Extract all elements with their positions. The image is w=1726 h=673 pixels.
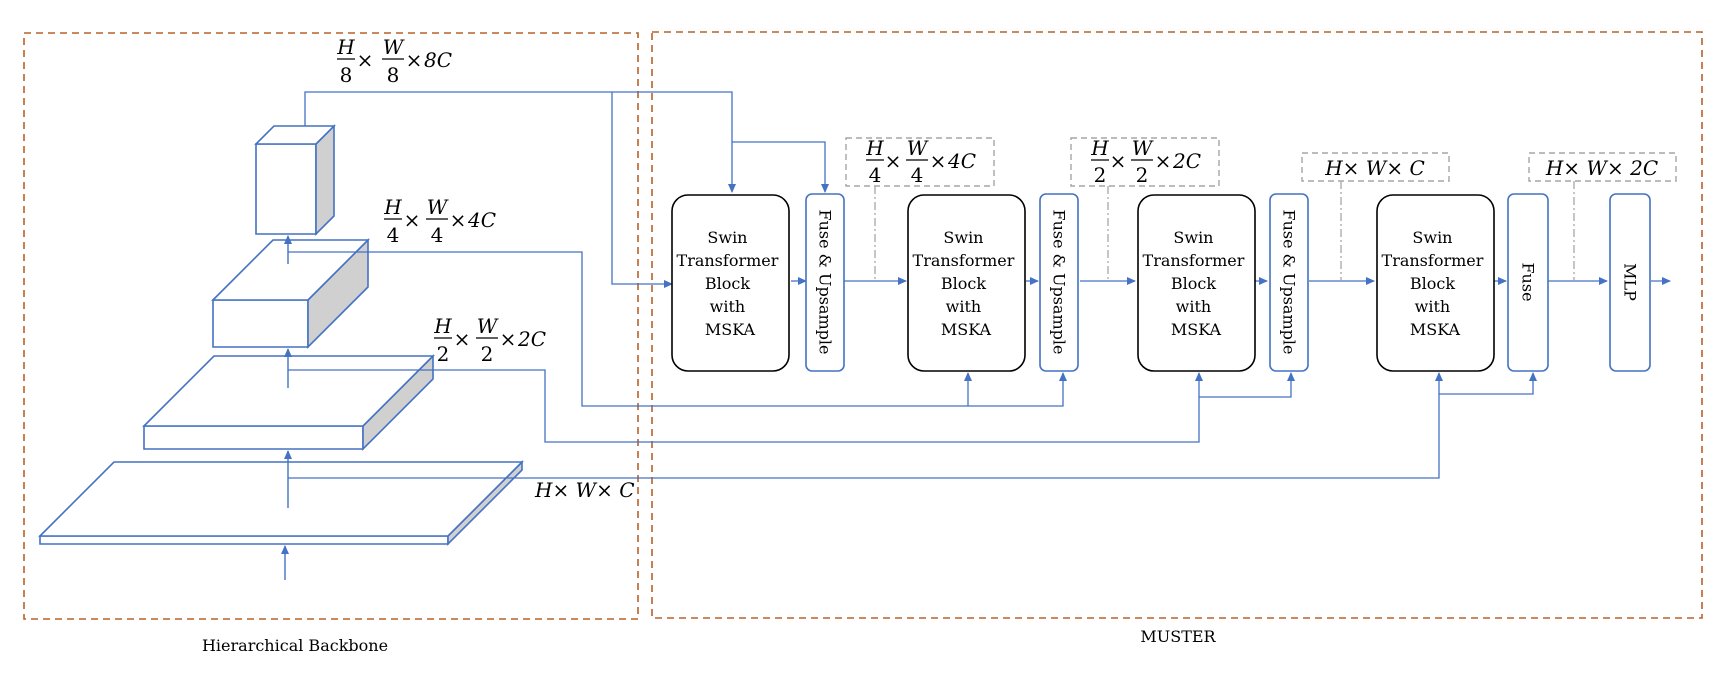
swin-line-4: with	[1176, 297, 1212, 316]
swin-line-3: Block	[1410, 274, 1455, 293]
backbone-label: Hierarchical Backbone	[202, 636, 388, 655]
swin-line-2: Transformer	[913, 251, 1015, 270]
dim-boxes	[845, 137, 1677, 187]
svg-text:W: W	[383, 35, 405, 59]
stage-1-slab	[38, 460, 524, 546]
svg-text:4: 4	[431, 223, 444, 247]
svg-text:W: W	[477, 314, 499, 338]
svg-text:8: 8	[340, 63, 353, 87]
svg-text:2: 2	[1094, 163, 1107, 187]
svg-text:W: W	[907, 136, 929, 160]
stage-3-block	[211, 238, 370, 349]
mlp-bar: MLP	[1609, 193, 1651, 372]
svg-text:4: 4	[387, 223, 400, 247]
fuse-upsample-3: Fuse & Upsample	[1269, 193, 1309, 372]
fuse-label: Fuse	[1519, 262, 1538, 301]
svg-text:Swin Transformer B: Swin Transformer Block with MSKA	[913, 228, 1020, 339]
swin-block-1: Swin Transformer Block with MSKA	[671, 194, 790, 372]
svg-text:2: 2	[437, 342, 450, 366]
svg-text:W: W	[1132, 136, 1154, 160]
swin-block-4: Swin Transformer Block with MSKA	[1376, 194, 1495, 372]
fuse-bar: Fuse	[1507, 193, 1549, 372]
dim-leaders	[874, 181, 1575, 281]
svg-text:×: ×	[454, 327, 471, 351]
stage-2-slab	[142, 354, 435, 451]
dim-label-2c: H 2 × W 2 × 2C	[433, 314, 546, 366]
swin-line-4: with	[710, 297, 746, 316]
svg-text:×: ×	[450, 208, 467, 232]
fuse-upsample-2: Fuse & Upsample	[1039, 193, 1079, 372]
svg-text:H: H	[865, 136, 884, 160]
dim-box-2c-label: H 2 × W 2 × 2C	[1090, 136, 1201, 187]
svg-text:×: ×	[1155, 149, 1172, 173]
svg-text:4: 4	[869, 163, 882, 187]
svg-text:2: 2	[481, 342, 494, 366]
swin-line-2: Transformer	[1143, 251, 1245, 270]
svg-text:×: ×	[1110, 149, 1127, 173]
fuse-upsample-label: Fuse & Upsample	[1280, 210, 1299, 355]
swin-line-4: with	[946, 297, 982, 316]
svg-text:×: ×	[357, 48, 374, 72]
svg-text:4C: 4C	[467, 208, 496, 232]
muster-label: MUSTER	[1140, 627, 1216, 646]
backbone-pyramid	[38, 124, 524, 546]
swin-line-3: Block	[941, 274, 986, 293]
backbone-up-arrows	[281, 235, 292, 580]
swin-line-1: Swin	[1173, 228, 1213, 247]
swin-line-2: Transformer	[677, 251, 779, 270]
mlp-label: MLP	[1621, 263, 1640, 301]
backbone-frame	[23, 32, 639, 620]
svg-text:×: ×	[406, 48, 423, 72]
swin-line-5: MSKA	[1410, 320, 1461, 339]
dim-label-4c: H 4 × W 4 × 4C	[383, 195, 496, 247]
svg-text:Swin Transformer B: Swin Transformer Block with MSKA	[1382, 228, 1489, 339]
svg-text:2C: 2C	[1172, 149, 1201, 173]
svg-text:H: H	[383, 195, 402, 219]
svg-text:8: 8	[387, 63, 400, 87]
swin-line-2: Transformer	[1382, 251, 1484, 270]
fuse-upsample-label: Fuse & Upsample	[1050, 210, 1069, 355]
dim-box-c	[1301, 152, 1450, 182]
svg-text:Swin Transformer B: Swin Transformer Block with MSKA	[1143, 228, 1250, 339]
svg-text:2C: 2C	[517, 327, 546, 351]
svg-text:Swin Transformer B: Swin Transformer Block with MSKA	[677, 228, 784, 339]
dim-label-8c: H 8 × W 8 × 8C	[336, 35, 452, 87]
svg-text:×: ×	[885, 149, 902, 173]
svg-text:×: ×	[930, 149, 947, 173]
svg-text:4: 4	[911, 163, 924, 187]
swin-block-2: Swin Transformer Block with MSKA	[907, 194, 1026, 372]
dim-box-4c-label: H 4 × W 4 × 4C	[865, 136, 976, 187]
dim-label-c: H× W× C	[534, 478, 635, 502]
swin-line-1: Swin	[707, 228, 747, 247]
fuse-upsample-label: Fuse & Upsample	[816, 210, 835, 355]
dim-box-4c	[845, 137, 995, 187]
swin-line-3: Block	[1171, 274, 1216, 293]
svg-text:×: ×	[500, 327, 517, 351]
dim-box-2c	[1070, 137, 1220, 187]
swin-line-3: Block	[705, 274, 750, 293]
swin-line-1: Swin	[1412, 228, 1452, 247]
svg-text:×: ×	[404, 208, 421, 232]
svg-text:4C: 4C	[947, 149, 976, 173]
svg-text:2: 2	[1136, 163, 1149, 187]
connections	[288, 91, 1671, 479]
svg-text:H: H	[336, 35, 355, 59]
muster-frame	[651, 31, 1703, 619]
swin-line-5: MSKA	[705, 320, 756, 339]
swin-line-5: MSKA	[941, 320, 992, 339]
dim-box-c-label: H× W× C	[1324, 156, 1425, 180]
swin-line-1: Swin	[943, 228, 983, 247]
svg-text:8C: 8C	[424, 48, 452, 72]
svg-text:W: W	[427, 195, 449, 219]
fuse-upsample-1: Fuse & Upsample	[805, 193, 845, 372]
dim-box-2c-out	[1528, 152, 1677, 182]
svg-text:H: H	[433, 314, 452, 338]
swin-line-5: MSKA	[1171, 320, 1222, 339]
dim-box-2c-out-label: H× W× 2C	[1545, 156, 1658, 180]
svg-text:H: H	[1090, 136, 1109, 160]
swin-block-3: Swin Transformer Block with MSKA	[1137, 194, 1256, 372]
swin-line-4: with	[1415, 297, 1451, 316]
stage-4-cube	[254, 124, 336, 236]
